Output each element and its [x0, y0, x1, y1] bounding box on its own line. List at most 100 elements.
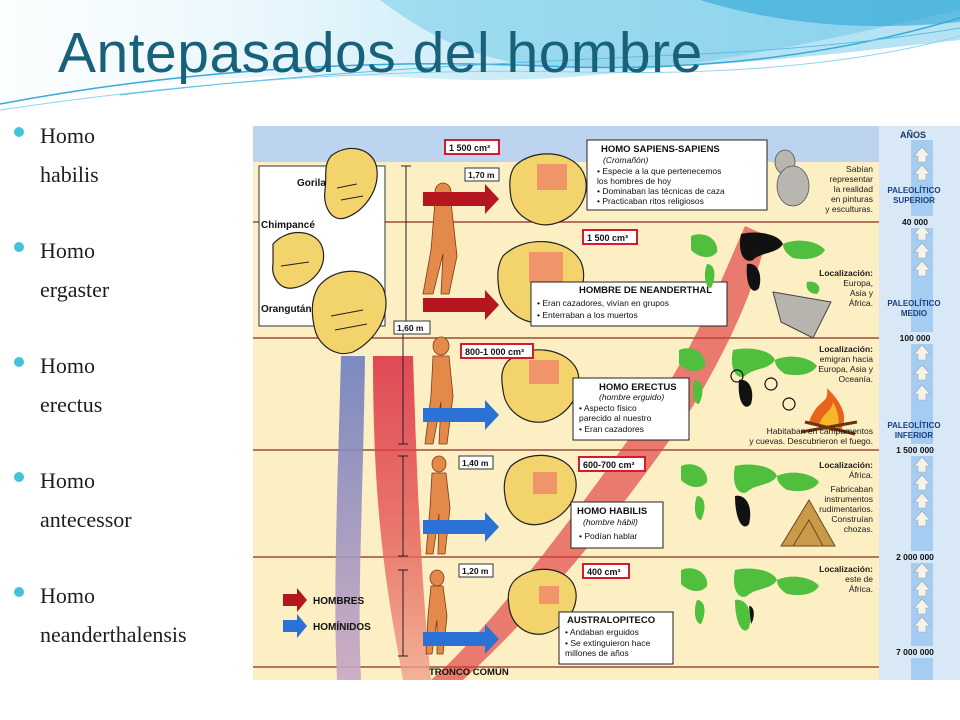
hut [780, 499, 836, 547]
ape-label-orangutan: Orangután [261, 304, 312, 315]
evolution-infographic: Gorila Chimpancé Orangután [253, 126, 960, 680]
note-line: Habitaban en campamentos [767, 426, 873, 436]
species-subtitle: (hombre erguido) [599, 392, 664, 402]
species-card-erectus: HOMO ERECTUS (hombre erguido) • Aspecto … [572, 377, 690, 441]
note-line: Localización: [819, 344, 873, 354]
bullet-genus: Homo [40, 123, 95, 148]
scale-up-arrows [913, 146, 931, 633]
world-map-erectus [679, 348, 817, 411]
notes-erectus: Localización: emigran hacia Europa, Asia… [749, 344, 874, 446]
period-label: MEDIO [901, 309, 927, 318]
legend-hombres: HOMBRES [313, 596, 364, 607]
note-line: la realidad [834, 184, 873, 194]
bullet-item: Homo erectus [12, 346, 247, 424]
species-subtitle: (hombre hábil) [583, 517, 638, 527]
note-line: Localización: [819, 564, 873, 574]
bullet-item: Homo neanderthalensis [12, 576, 247, 654]
legend-blue-arrow [283, 614, 307, 638]
notes-sapiens: Sabían representar la realidad en pintur… [825, 164, 873, 214]
bullet-item: Homo antecessor [12, 461, 247, 539]
gorilla-skull [324, 147, 378, 220]
bullet-genus: Homo [40, 353, 95, 378]
note-line: Localización: [819, 268, 873, 278]
species-bullet-list: Homo habilis Homo ergaster Homo erectus … [12, 116, 247, 691]
note-line: Localización: [819, 460, 873, 470]
brain-overlays [529, 164, 567, 604]
notes-australopithecus: Localización: este de África. [819, 564, 873, 594]
species-fact: los hombres de hoy [597, 176, 672, 186]
note-line: y esculturas. [825, 204, 873, 214]
period-label: INFERIOR [895, 431, 933, 440]
bullet-species: neanderthalensis [40, 622, 187, 647]
species-name: HOMO ERECTUS [599, 382, 677, 393]
height-label: 1,60 m [397, 323, 424, 333]
scale-header: AÑOS [900, 130, 926, 140]
bullet-item: Homo ergaster [12, 231, 247, 309]
bullet-species: erectus [40, 392, 103, 417]
timeline-scale: AÑOS PALEOLÍTICO SU [879, 126, 960, 680]
scale-value: 40 000 [902, 217, 928, 227]
notes-habilis: Localización: África. Fabricaban instrum… [819, 460, 873, 534]
brain-volume-label: 400 cm³ [587, 567, 621, 577]
period-label: SUPERIOR [893, 196, 935, 205]
species-name: AUSTRALOPITECO [567, 615, 655, 626]
note-line: Europa, [843, 278, 873, 288]
species-name: HOMO HABILIS [577, 506, 647, 517]
note-line: este de [845, 574, 873, 584]
note-line: rudimentarios. [819, 504, 873, 514]
stone-tool [772, 291, 832, 339]
species-card-neanderthal: HOMBRE DE NEANDERTHAL • Eran cazadores, … [530, 281, 728, 327]
period-label: PALEOLÍTICO [887, 421, 940, 430]
trunk-label: TRONCO COMÚN [429, 666, 509, 678]
height-label: 1,20 m [462, 566, 489, 576]
ape-label-gorila: Gorila [297, 178, 326, 189]
bullet-species: habilis [40, 162, 99, 187]
note-line: Fabricaban [830, 484, 873, 494]
bullet-genus: Homo [40, 468, 95, 493]
bullet-species: antecessor [40, 507, 132, 532]
chimpanzee-skull [272, 231, 325, 289]
note-line: África. [849, 470, 873, 480]
scale-value: 100 000 [900, 333, 931, 343]
brain-volume-label: 800-1 000 cm³ [465, 347, 524, 357]
note-line: y cuevas. Descubrieron el fuego. [749, 436, 873, 446]
bullet-species: ergaster [40, 277, 110, 302]
note-line: representar [830, 174, 874, 184]
species-fact: • Andaban erguidos [565, 627, 639, 637]
note-line: Oceanía. [839, 374, 874, 384]
scale-value: 2 000 000 [896, 552, 934, 562]
species-card-sapiens: HOMO SAPIENS-SAPIENS (Cromañón) • Especi… [586, 139, 768, 211]
human-lineage-trunk [373, 356, 431, 680]
hominid-branch [335, 356, 365, 680]
species-fact: • Se extinguieron hace [565, 638, 650, 648]
world-map-habilis [681, 464, 819, 527]
species-fact: • Podían hablar [579, 531, 637, 541]
species-fact: • Aspecto físico [579, 403, 637, 413]
note-line: emigran hacia [820, 354, 874, 364]
species-fact: • Eran cazadores [579, 424, 644, 434]
trunk-to-right [431, 226, 767, 680]
venus-figurine [774, 149, 810, 207]
note-line: Asia y [850, 288, 874, 298]
notes-neanderthal: Localización: Europa, Asia y África. [819, 268, 874, 308]
scale-value: 1 500 000 [896, 445, 934, 455]
species-name: HOMBRE DE NEANDERTHAL [579, 285, 712, 296]
species-fact: parecido al nuestro [579, 413, 652, 423]
bullet-genus: Homo [40, 238, 95, 263]
banner-decoration [0, 0, 960, 111]
bullet-genus: Homo [40, 583, 95, 608]
legend-red-arrow [283, 588, 307, 612]
scale-value: 7 000 000 [896, 647, 934, 657]
world-map-australopithecus [681, 568, 819, 631]
note-line: Construían [831, 514, 873, 524]
species-fact: • Enterraban a los muertos [537, 310, 638, 320]
species-name: HOMO SAPIENS-SAPIENS [601, 144, 720, 155]
brain-volume-label: 1 500 cm³ [587, 233, 628, 243]
ape-label-chimpance: Chimpancé [261, 220, 315, 231]
brain-volume-label: 600-700 cm³ [583, 460, 635, 470]
legend-hominidos: HOMÍNIDOS [313, 620, 371, 633]
height-label: 1,70 m [468, 170, 495, 180]
species-fact: • Eran cazadores, vivían en grupos [537, 298, 669, 308]
note-line: África. [849, 584, 873, 594]
